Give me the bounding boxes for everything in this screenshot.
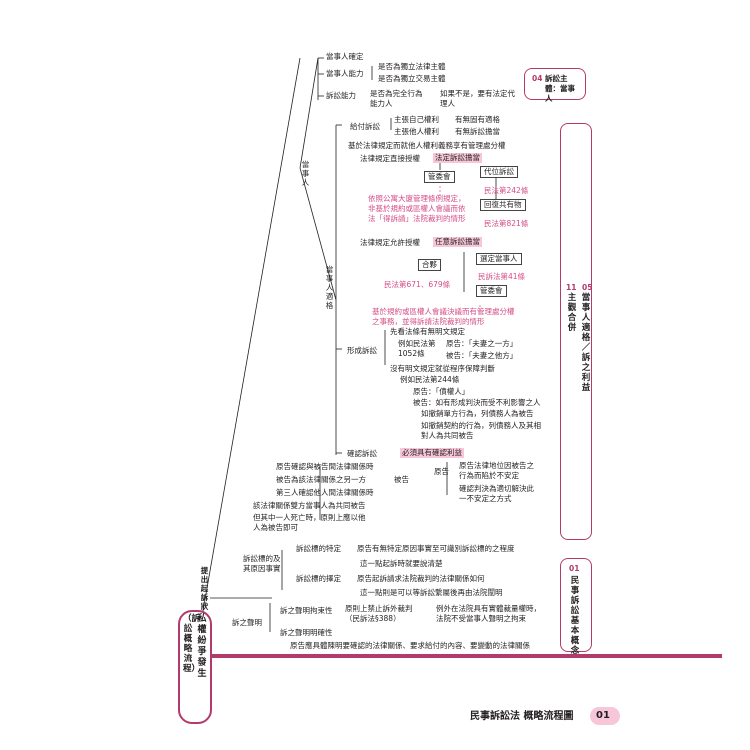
object-decide-desc: 原告起訴請求法院裁判的法律關係如何 (357, 574, 485, 583)
permitted-grant: 法律規定允許授權 (360, 238, 420, 247)
civil-821: 民法第821條 (484, 219, 529, 228)
unstable-line-2: 行為而陷於不安定 (459, 471, 519, 480)
sidebar-11-number: 11 (566, 283, 577, 292)
raise-complaint-label: 提出起訴狀 (200, 566, 209, 611)
claim-own: 主張自己權利 (394, 115, 439, 124)
plaintiff-spouse: 原告：「夫妻之一方」 (446, 339, 518, 348)
defendant-desc: 被告：如有形成判決而受不利影響之人 (413, 398, 541, 407)
voluntary-litigation: 任意訴訟擔當 (433, 237, 482, 247)
object-decide: 訴訟標的擇定 (296, 574, 341, 583)
defendant-one-party: 被告為該法律關係之另一方 (276, 475, 366, 484)
sidebar-01 (560, 558, 592, 652)
unstable-line-1: 原告法律地位因被告之 (459, 461, 534, 470)
example-civil-244: 例如民法第244條 (400, 375, 460, 384)
defendant-spouse: 被告：「夫妻之他方」 (446, 351, 518, 360)
object-specific-note: 這一點起訴時就要說清楚 (360, 559, 443, 568)
title-block (178, 610, 212, 724)
contract-line-1: 如撤銷契約的行為，列債務人及其相 (421, 421, 541, 430)
admin-committee-1: 管委會 (424, 171, 455, 183)
sidebar-11-text: 主觀合併 (567, 293, 577, 333)
direct-grant: 法律規定直接授權 (360, 154, 420, 163)
joint-box: 合夥 (418, 259, 441, 271)
formation-suit: 形成訴訟 (347, 346, 377, 355)
object-specific: 訴訟標的特定 (296, 544, 341, 553)
sidebar-01-text: 民事訴訟基本概念 (570, 576, 580, 656)
civil-671-679: 民法第671、679條 (384, 280, 451, 289)
plaintiff-creditor: 原告：「債權人」 (413, 387, 470, 396)
has-standing: 有無固有適格 (455, 115, 500, 124)
is-trade-subject: 是否為獨立交易主體 (378, 74, 446, 83)
litigation-ability: 訴訟能力 (326, 91, 356, 100)
no-rule: 沒有明文規定就從程序保障判斷 (390, 364, 495, 373)
need-benefit: 必須具有確認利益 (400, 448, 464, 458)
exception-line-2: 法院不受當事人聲明之拘束 (436, 614, 526, 623)
footer-page-number: 01 (596, 710, 610, 721)
has-litigation-standing: 有無訴訟擔當 (455, 127, 500, 136)
defendant-word: 被告 (394, 475, 409, 484)
binding-label: 訴之聲明拘束性 (280, 606, 333, 615)
elected-party-box: 選定當事人 (476, 253, 522, 265)
civil-242: 民法第242條 (484, 186, 529, 195)
both-parties: 該法律關係雙方當事人為共同被告 (253, 501, 366, 510)
if-not-rep: 如果不是，要有法定代理人 (440, 89, 515, 108)
recover-common-box: 回復共有物 (480, 199, 526, 211)
payment-suit: 給付訴訟 (350, 122, 380, 131)
confirm-suit: 確認訴訟 (347, 449, 377, 458)
plaintiff-word: 原告 (434, 467, 449, 476)
object-label-line-1: 訴訟標的及 (243, 554, 281, 563)
pink-note-1-line-2: 非基於規約或區權人會議而依 (368, 204, 466, 213)
no-extra-line-1: 原則上禁止訴外裁判 (345, 604, 413, 613)
admin-committee-2: 管委會 (476, 285, 507, 297)
party-label: 當事人 (301, 160, 310, 187)
sidebar-01-number: 01 (569, 564, 580, 573)
example-civil-1052: 例如民法第1052條 (398, 339, 436, 358)
sidebar-04-number: 04 (532, 74, 543, 83)
pink-note-2-line-2: 之事務，並得訴請法院裁判的情形 (372, 317, 485, 326)
sidebar-05-text: 當事人適格／訴之利益 (581, 293, 591, 393)
is-law-subject: 是否為獨立法律主體 (378, 62, 446, 71)
pink-note-1-line-1: 依照公寓大廈管理條例規定， (368, 194, 466, 203)
unilateral: 如撤銷單方行為，列債務人為被告 (421, 409, 534, 418)
party-confirm: 當事人確定 (326, 52, 364, 61)
exception-line-1: 例外在法院具有實體裁量權時， (436, 604, 541, 613)
sidebar-05-number: 05 (582, 283, 593, 292)
claim-other: 主張他人權利 (394, 127, 439, 136)
third-party: 第三人確認他人間法律關係時 (276, 488, 374, 497)
remove-line-2: 一不安定之方式 (459, 494, 512, 503)
standing-label: 當事人適格 (325, 265, 334, 310)
one-died-line-1: 但其中一人死亡時，原則上應以他 (253, 513, 366, 522)
claim-label: 訴之聲明 (232, 618, 262, 627)
contract-line-2: 對人為共同被告 (421, 431, 474, 440)
statutory-litigation: 法定訴訟擔當 (433, 153, 482, 163)
object-specific-desc: 原告有無特定原因事實至可識別訴訟標的之程度 (357, 544, 515, 553)
sidebar-04-text: 訴訟主體：當事人 (545, 74, 575, 103)
page-subtitle: （訴訟概略流程） (183, 614, 201, 674)
pink-note-2-line-1: 基於規約或區權人會議決議而有管理處分權 (372, 307, 515, 316)
remove-line-1: 確認判決為適切解決此 (459, 484, 534, 493)
clarity-desc: 原告應具體陳明要確認的法律關係、要求給付的內容、要變動的法律關係 (290, 641, 530, 650)
subrogation-box: 代位訴訟 (480, 166, 518, 178)
object-decide-note: 這一點則是可以等訴訟繫屬後再由法院闡明 (360, 588, 503, 597)
statutory-right: 基於法律規定而就他人權利義務享有管理處分權 (348, 141, 506, 150)
footer-page-badge (590, 707, 620, 725)
civ-proc-41: 民訴法第41條 (478, 272, 526, 281)
one-died-line-2: 人為被告即可 (253, 523, 298, 532)
sidebar-05 (560, 123, 592, 540)
clarity-label: 訴之聲明明確性 (280, 628, 333, 637)
no-extra-line-2: （民訴法§388） (345, 614, 401, 623)
object-label-line-2: 其原因事實 (243, 564, 281, 573)
page-title: 私權紛爭發生 (197, 614, 207, 679)
footer-book-title: 民事訴訟法 概略流程圖 (470, 711, 574, 722)
is-full-capacity: 是否為完全行為能力人 (370, 89, 423, 108)
confirm-rel: 原告確認與被告間法律關係時 (276, 462, 374, 471)
sidebar-04 (524, 68, 586, 100)
party-ability: 當事人能力 (326, 69, 364, 78)
first-check: 先看法條有無明文規定 (390, 327, 465, 336)
pink-note-1-line-3: 法「得訴請」法院裁判的情形 (368, 214, 466, 223)
